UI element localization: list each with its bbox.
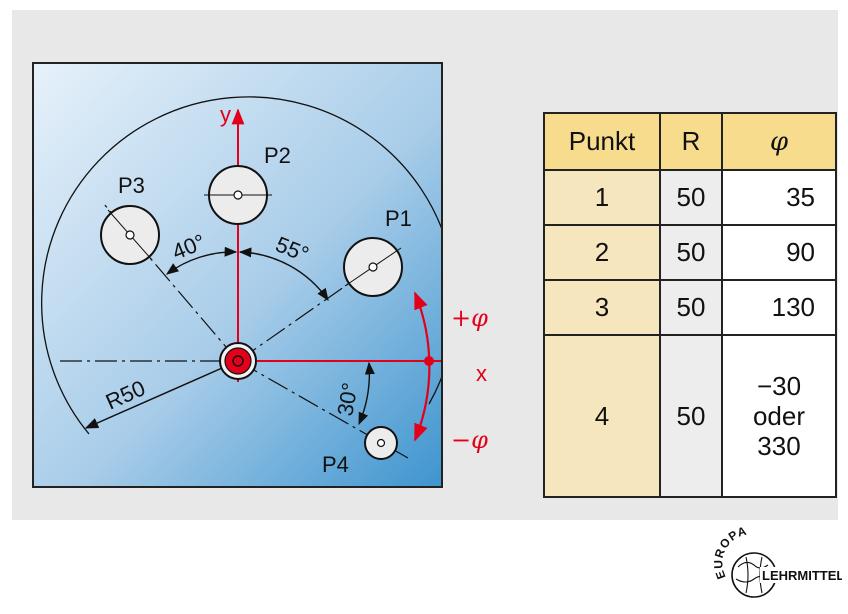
workpiece-plate: y P2 P3 P1 P4 40° 55° 30° R50 [32, 62, 443, 488]
radius-dimension-arrow [84, 360, 239, 429]
radial-line-p1 [237, 267, 372, 362]
hole-p3 [100, 205, 160, 265]
bolt-circle [41, 96, 441, 435]
table-row: 1 50 35 [543, 169, 837, 226]
header-phi: φ [721, 112, 837, 171]
figure-background: y P2 P3 P1 P4 40° 55° 30° R50 +φ x −φ Pu… [12, 10, 838, 520]
hole-p1 [343, 237, 403, 297]
table-row: 4 50 −30 oder 330 [543, 334, 837, 498]
logo-bottom-text: LEHRMITTEL [762, 568, 842, 583]
origin-marker [219, 342, 257, 380]
angle-arc-30 [358, 361, 375, 426]
hole-p4 [364, 426, 398, 460]
minus-phi-label: −φ [451, 426, 488, 454]
cell-punkt: 3 [543, 279, 661, 336]
x-axis-circle-intersection [424, 356, 434, 366]
table-row: 2 50 90 [543, 224, 837, 281]
phi-value-oder: oder [752, 401, 806, 431]
label-p1: P1 [385, 206, 412, 231]
plus-phi-label: +φ [451, 304, 488, 332]
radial-line-p4 [237, 360, 409, 459]
cell-phi: −30 oder 330 [721, 334, 837, 498]
cell-punkt: 2 [543, 224, 661, 281]
table-row: 3 50 130 [543, 279, 837, 336]
cell-phi: 90 [721, 224, 837, 281]
header-punkt: Punkt [543, 112, 661, 171]
label-p2: P2 [264, 143, 291, 168]
angle-label-30: 30° [332, 381, 362, 418]
x-axis-label: x [476, 361, 487, 386]
cell-phi: 130 [721, 279, 837, 336]
label-p4: P4 [322, 452, 349, 477]
table-header-row: Punkt R φ [543, 112, 837, 171]
coordinate-table: Punkt R φ 1 50 35 2 50 90 3 50 130 4 50 … [543, 112, 837, 498]
hole-pattern-diagram: y P2 P3 P1 P4 40° 55° 30° R50 [34, 64, 441, 486]
cell-r: 50 [659, 224, 723, 281]
header-r: R [659, 112, 723, 171]
cell-phi: 35 [721, 169, 837, 226]
y-axis-label: y [220, 102, 231, 127]
phi-labels: +φ x −φ [451, 304, 488, 454]
europa-lehrmittel-logo: EUROPA LEHRMITTEL [712, 527, 842, 598]
phi-value-positive: 330 [757, 431, 801, 461]
angle-arc-55 [238, 247, 329, 302]
cell-r: 50 [659, 279, 723, 336]
hole-p2 [204, 165, 272, 225]
cell-r: 50 [659, 169, 723, 226]
phi-value-negative: −30 [756, 371, 802, 401]
cell-r: 50 [659, 334, 723, 498]
angle-arc-40 [165, 246, 238, 275]
cell-punkt: 4 [543, 334, 661, 498]
phi-direction-arc [413, 291, 431, 442]
label-p3: P3 [118, 173, 145, 198]
cell-punkt: 1 [543, 169, 661, 226]
